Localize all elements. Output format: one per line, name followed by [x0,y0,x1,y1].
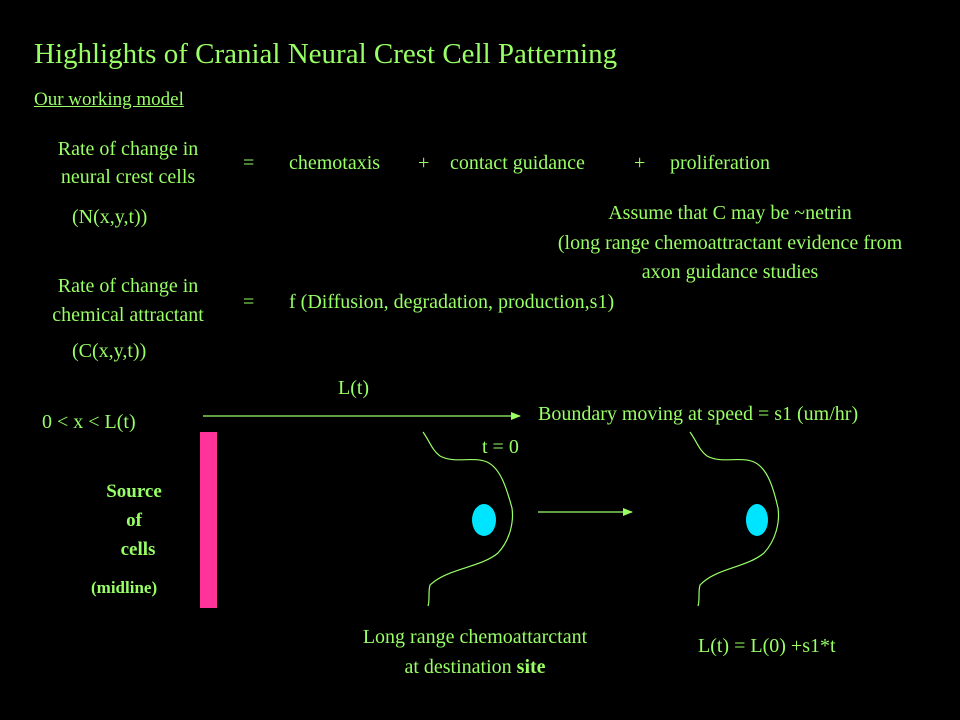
eq1-term-contact-guidance: contact guidance [450,152,585,174]
source-bar [200,432,217,608]
eq2-rhs: f (Diffusion, degradation, production,s1… [289,291,615,313]
eq2-equals: = [243,291,255,313]
cell-right [746,504,768,536]
t-zero-label: t = 0 [482,436,519,458]
eq1-plus-1: + [418,152,430,174]
eq1-variable: (N(x,y,t)) [72,206,148,228]
assumption-line3: axon guidance studies [641,261,819,283]
eq1-lhs-line2: neural crest cells [60,166,196,188]
cell-left [472,504,496,536]
caption-line2-bold: site [516,656,546,678]
caption-line1: Long range chemoattarctant [362,626,588,648]
assumption-line1: Assume that C may be ~netrin [608,202,852,224]
eq1-term-proliferation: proliferation [670,152,770,174]
arrow-label-lt: L(t) [338,377,370,399]
eq1-lhs-line1: Rate of change in [57,138,199,160]
eq2-variable: (C(x,y,t)) [72,340,147,362]
page-title: Highlights of Cranial Neural Crest Cell … [34,38,618,70]
source-label-line3: cells [120,539,156,560]
eq2-lhs-line2: chemical attractant [52,304,204,326]
length-formula: L(t) = L(0) +s1*t [698,635,836,657]
boundary-curve-left [422,431,514,607]
assumption-line2: (long range chemoattractant evidence fro… [557,232,903,254]
eq1-term-chemotaxis: chemotaxis [289,152,381,174]
source-label-line1: Source [106,481,162,502]
boundary-curve-right [689,431,780,607]
source-label-line2: of [126,510,142,531]
source-label-line4: (midline) [91,578,158,597]
eq2-lhs-line1: Rate of change in [57,275,199,297]
caption-line2-text: at destination [404,656,517,678]
boundary-text: Boundary moving at speed = s1 (um/hr) [538,403,859,425]
subtitle: Our working model [34,89,184,110]
eq1-equals: = [243,152,255,174]
domain-range: 0 < x < L(t) [42,411,136,433]
eq1-plus-2: + [634,152,646,174]
caption-line2: at destination site [310,655,640,679]
